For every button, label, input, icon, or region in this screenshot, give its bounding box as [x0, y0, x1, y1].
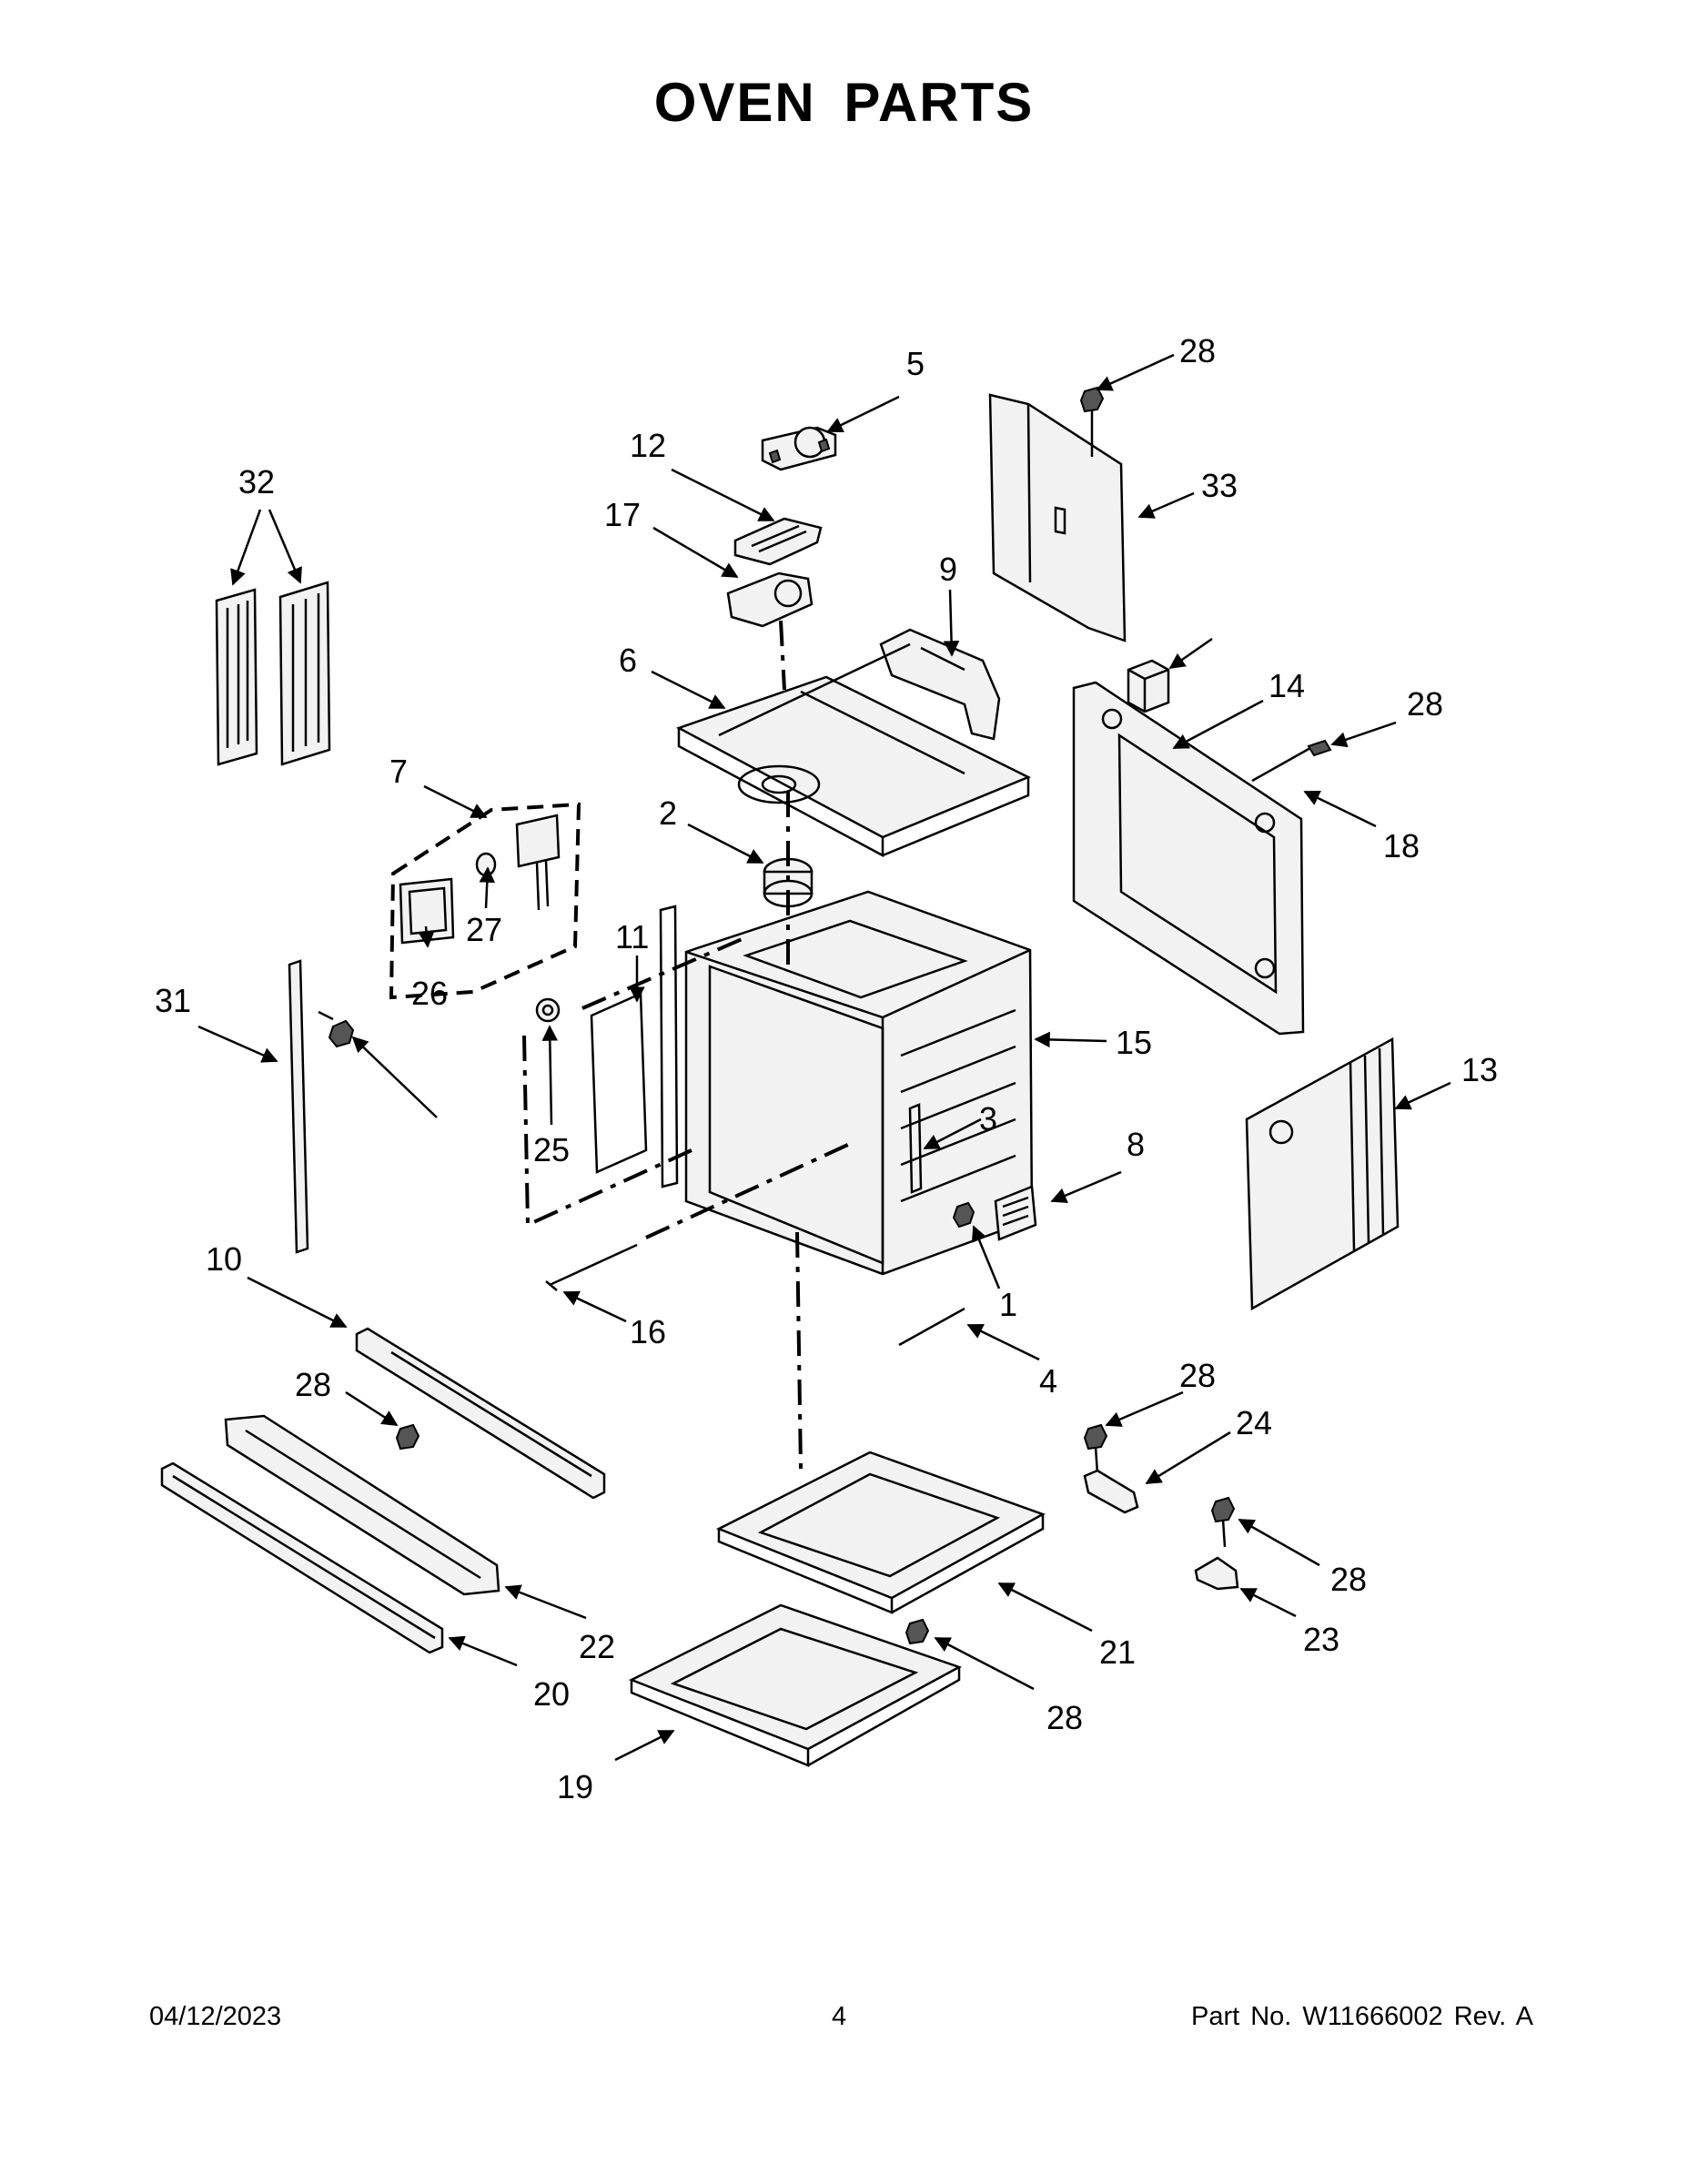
callout-28-24: 28 [1179, 1357, 1216, 1394]
callout-28-trim: 28 [295, 1366, 331, 1403]
part-4-wire [898, 1307, 965, 1347]
callout-28-23: 28 [1330, 1561, 1367, 1598]
callout-6: 6 [619, 642, 637, 679]
part-5-motor [761, 426, 837, 471]
callout-23: 23 [1303, 1621, 1339, 1658]
part-8-vent [994, 1185, 1037, 1241]
callout-22: 22 [579, 1628, 615, 1665]
callout-27: 27 [466, 911, 502, 948]
part-21-bottom-panel [715, 1451, 1046, 1614]
part-30-side-shields [215, 581, 331, 766]
callout-29: 31 [155, 982, 191, 1019]
part-1-screw [952, 1201, 975, 1228]
callout-19: 19 [557, 1768, 593, 1805]
part-3-element [908, 1103, 923, 1194]
callout-2: 2 [659, 794, 677, 832]
part-24-bracket [1083, 1469, 1139, 1514]
callout-8: 8 [1127, 1126, 1145, 1163]
part-7-control-kit [389, 802, 581, 1000]
callout-11: 11 [615, 918, 649, 956]
part-28-screw-24 [1083, 1423, 1108, 1475]
part-11-gasket [590, 992, 648, 1174]
part-18-sensor [1251, 739, 1332, 783]
page-title: OVEN PARTS [653, 72, 1035, 133]
callout-10: 10 [206, 1240, 242, 1278]
footer-part-number: Part No. W11666002 Rev. A [1190, 2002, 1533, 2031]
callout-3: 3 [979, 1100, 997, 1138]
callout-15: 15 [1116, 1024, 1152, 1061]
part-19-bottom-tray [628, 1603, 963, 1767]
callout-5: 5 [906, 345, 925, 382]
callout-31: 33 [1201, 467, 1238, 504]
callout-28-right: 28 [1407, 685, 1443, 723]
callout-12: 12 [630, 427, 666, 464]
callout-labels: 5 12 17 9 6 2 7 32 28 33 14 28 18 13 15 … [155, 332, 1498, 1805]
part-14-rear-wall [1072, 681, 1305, 1036]
part-12-cover [733, 517, 823, 566]
part-16-sensor [545, 1243, 638, 1291]
callout-17: 17 [604, 496, 641, 533]
part-25-plug [535, 997, 561, 1023]
callout-9: 9 [939, 551, 957, 588]
part-28-screw-bottom [905, 1618, 930, 1645]
callout-13: 13 [1461, 1051, 1498, 1088]
callout-1: 1 [999, 1286, 1017, 1323]
callout-14: 14 [1269, 667, 1305, 704]
callout-30: 32 [238, 463, 275, 500]
alignment-lines [522, 620, 853, 1470]
callout-4: 4 [1039, 1362, 1057, 1400]
part-6-top-panel [675, 642, 1032, 858]
callout-18: 18 [1383, 827, 1420, 864]
footer-date: 04/12/2023 [149, 2002, 282, 2031]
callout-16: 16 [630, 1313, 666, 1350]
callout-25: 25 [533, 1131, 570, 1168]
part-28-screw-trim [395, 1423, 420, 1451]
leader-lines [197, 353, 1451, 1762]
part-29-vertical-strip [288, 959, 309, 1254]
callout-26: 26 [411, 975, 448, 1012]
callout-21: 21 [1099, 1633, 1136, 1671]
callout-28-bottom: 28 [1046, 1699, 1083, 1736]
part-17-bracket [726, 571, 814, 628]
callout-20: 20 [533, 1675, 570, 1713]
part-28-screw-23 [1210, 1496, 1236, 1548]
part-15-oven-cavity [659, 890, 1034, 1276]
footer-page-number: 4 [832, 2002, 847, 2031]
part-32-box [1127, 659, 1170, 713]
part-10-trim [355, 1327, 606, 1500]
part-20-trim-bar [160, 1461, 444, 1654]
part-9-bracket [879, 628, 1001, 741]
part-22-rail [224, 1414, 500, 1596]
part-33-screw [318, 1010, 355, 1048]
part-13-side-panel [1245, 1036, 1400, 1311]
part-31-rear-panel [988, 393, 1127, 642]
callout-28-top: 28 [1179, 332, 1216, 369]
callout-7: 7 [389, 753, 408, 790]
callout-24: 24 [1236, 1404, 1272, 1441]
part-23-bracket [1194, 1556, 1239, 1591]
